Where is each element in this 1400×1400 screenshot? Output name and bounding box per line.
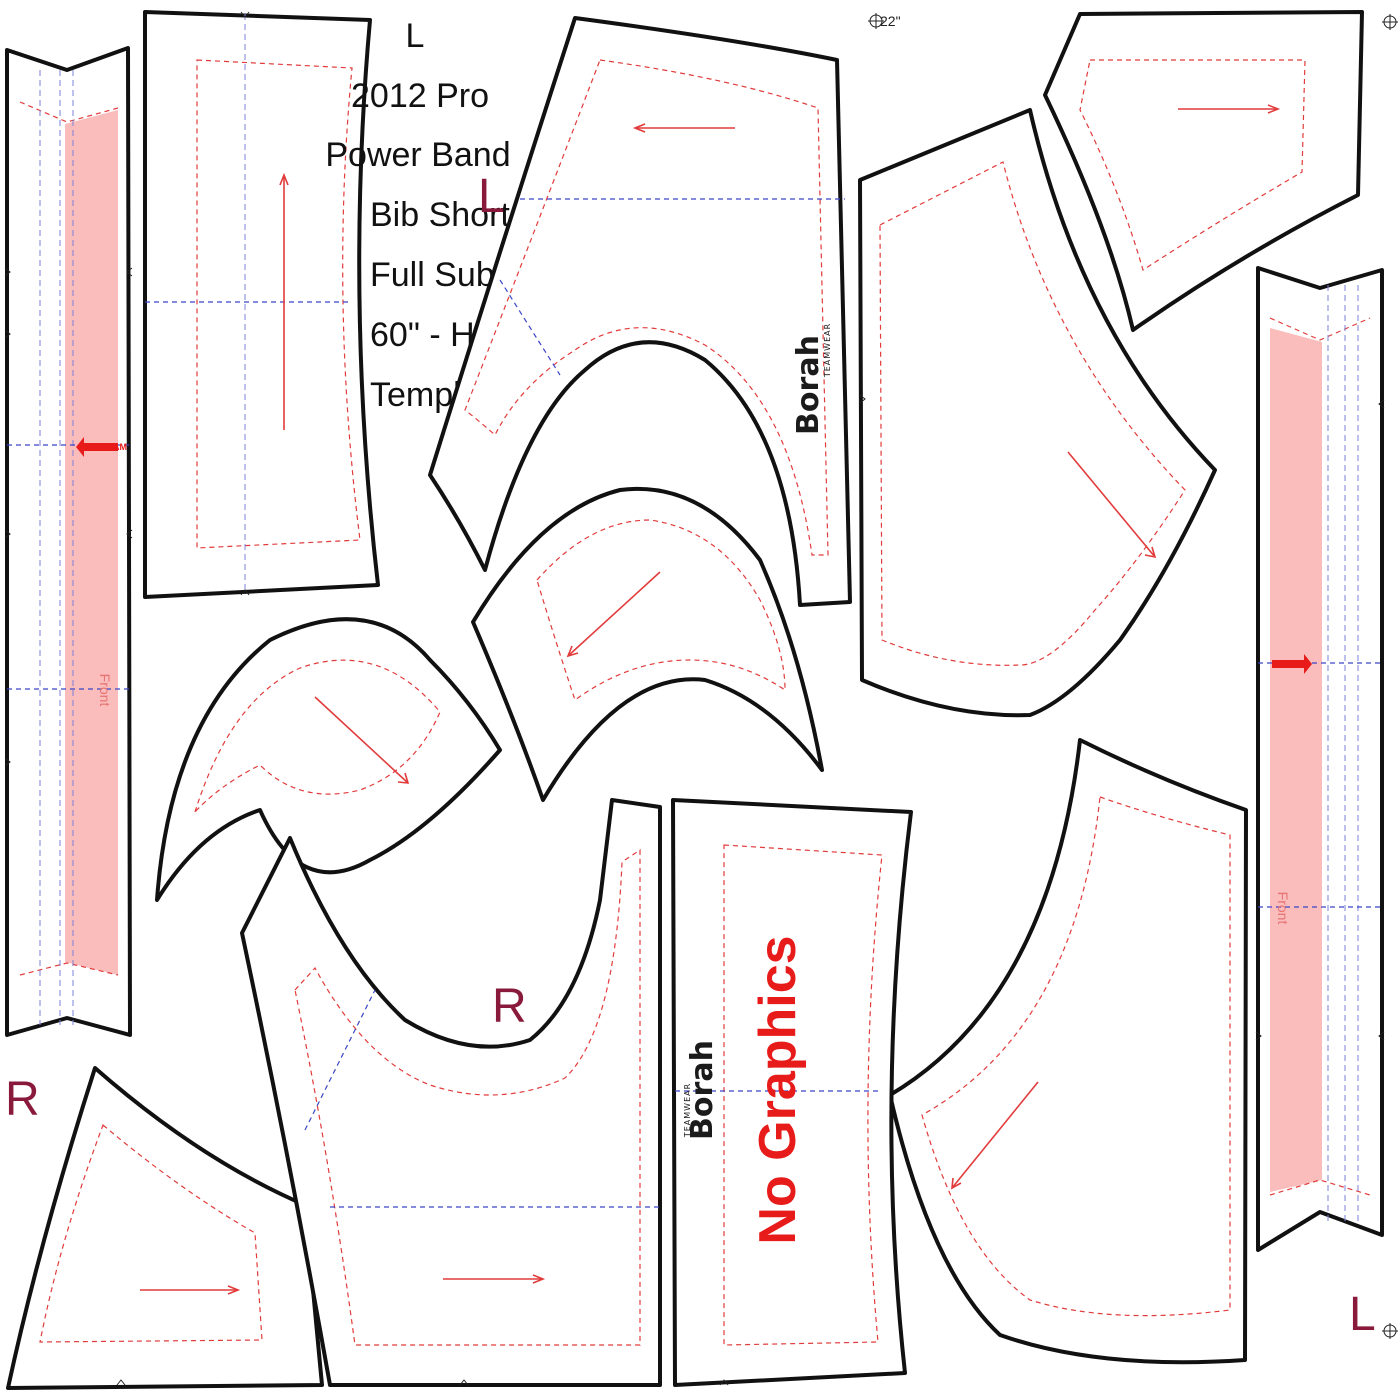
bottom-center-front-piece: R: [240, 798, 662, 1387]
brand-logo-top-text: Borah: [791, 335, 826, 435]
title-year: 2012 Pro: [351, 77, 489, 115]
registration-mark-icon: [1382, 1323, 1398, 1339]
inseam-label-left: INSEAM: [92, 442, 127, 452]
registration-mark-icon: [1382, 14, 1398, 30]
width-mark-label: 22": [880, 13, 901, 29]
brand-logo-top: Borah TEAMWEAR: [791, 323, 832, 435]
top-right-small-piece: 22": [868, 10, 1398, 332]
brand-logo-bottom-sub: TEAMWEAR: [683, 1083, 692, 1138]
title-style: Bib Short: [370, 196, 510, 234]
top-left-rect-piece: [143, 10, 380, 599]
side-mark-bottom-left: R: [5, 1073, 40, 1126]
front-label-right: Front: [1275, 892, 1291, 925]
right-band-piece: INSEAM Front: [1256, 266, 1384, 1252]
left-band-piece: INSEAM Front: [5, 46, 132, 1037]
title-product: Power Band: [325, 136, 510, 174]
brand-logo-bottom-text: Borah: [685, 1040, 720, 1140]
side-mark-bottom-right: L: [1349, 1288, 1376, 1341]
title-size: L: [406, 17, 425, 55]
registration-mark-icon: [868, 13, 884, 29]
brand-logo-top-sub: TEAMWEAR: [823, 323, 832, 378]
bottom-rect-piece: No Graphics Borah TEAMWEAR: [671, 798, 913, 1387]
template-title: L 2012 Pro Power Band Bib Short Full Sub…: [325, 17, 510, 414]
inseam-arrow-icon: [76, 437, 118, 457]
front-label-left: Front: [97, 674, 113, 707]
top-center-front-piece: L Borah TEAMWEAR: [428, 16, 852, 607]
inseam-label-right: INSEAM: [1273, 659, 1308, 669]
bottom-right-back-piece: L: [888, 738, 1398, 1365]
brand-logo-bottom: Borah TEAMWEAR: [683, 1040, 720, 1140]
side-mark-top-left: L: [478, 170, 505, 223]
upper-right-back-piece: [858, 108, 1217, 718]
side-mark-bottom-center: R: [492, 980, 527, 1033]
left-crescent-piece: [155, 617, 502, 902]
no-graphics-label: No Graphics: [749, 935, 807, 1244]
title-width: 60" - H: [370, 316, 475, 354]
inseam-arrow-icon: [1272, 654, 1312, 674]
notch-marks: [4, 11, 1385, 1386]
bottom-left-small-piece: R: [5, 1066, 324, 1390]
center-crescent-piece: [471, 486, 824, 802]
title-print: Full Sub: [370, 256, 495, 294]
